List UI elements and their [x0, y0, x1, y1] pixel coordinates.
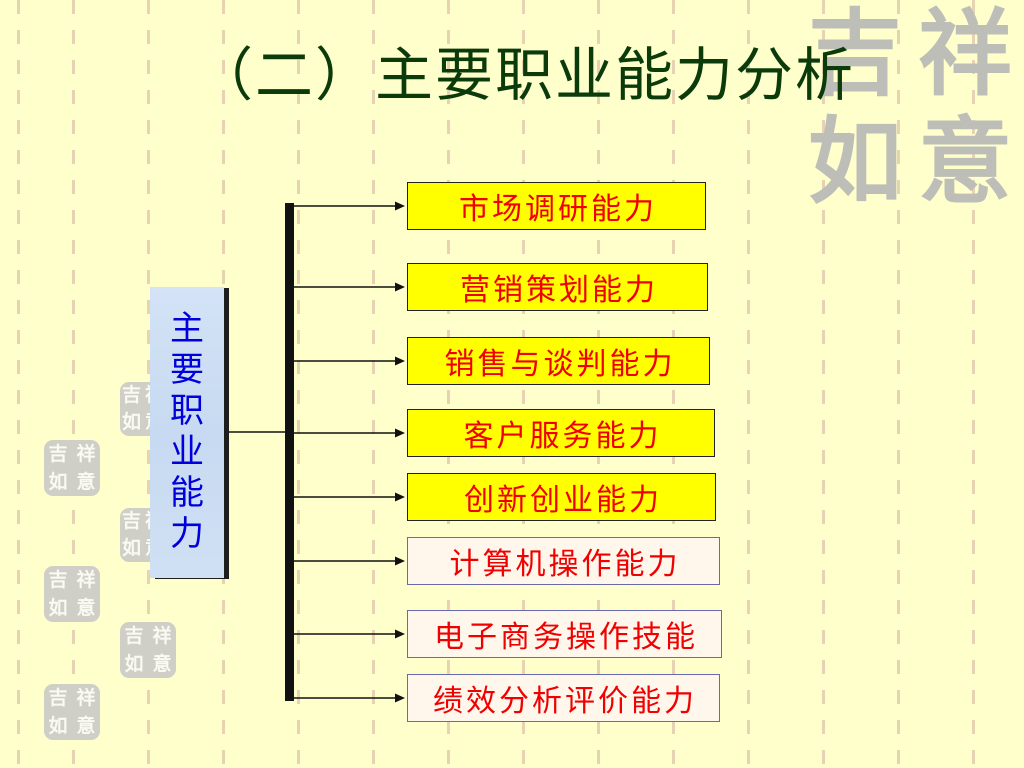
- branch-node-label: 营销策划能力: [460, 273, 658, 308]
- branch-node-label: 市场调研能力: [459, 192, 657, 227]
- arrowhead: [395, 492, 405, 502]
- arrowhead: [395, 629, 405, 639]
- watermark-stamp-char: 祥: [76, 442, 96, 465]
- branch-node-6: 计算机操作能力: [407, 537, 720, 585]
- branch-node-label: 计算机操作能力: [449, 547, 681, 582]
- branch-node-8: 绩效分析评价能力: [407, 674, 720, 722]
- watermark-char: 意: [917, 107, 1012, 217]
- branch-node-label: 销售与谈判能力: [444, 347, 676, 382]
- watermark-stamp: 吉祥如意: [44, 440, 100, 496]
- watermark-stamp-char: 如: [48, 596, 68, 619]
- slide-title: （二）主要职业能力分析: [195, 41, 856, 109]
- arrow-2: [294, 282, 405, 292]
- arrowhead: [395, 356, 405, 366]
- watermark-stamp-char: 如: [48, 714, 68, 737]
- watermark-char: 如: [807, 107, 902, 217]
- background-dash-column: [17, 0, 20, 768]
- branch-node-label: 电子商务操作技能: [434, 620, 698, 655]
- watermark-stamp-char: 祥: [76, 686, 96, 709]
- watermark-stamp: 吉祥如意: [44, 566, 100, 622]
- watermark-stamp-char: 如: [124, 652, 144, 675]
- root-node-label: 主要职业能力: [170, 309, 204, 554]
- arrow-7: [294, 629, 405, 639]
- watermark-stamp-char: 意: [76, 714, 96, 737]
- arrow-3: [294, 356, 405, 366]
- arrowhead: [395, 556, 405, 566]
- trunk-bar: [285, 203, 294, 701]
- watermark-stamp-char: 吉: [48, 686, 68, 709]
- branch-node-label: 客户服务能力: [463, 419, 662, 454]
- watermark-stamp-char: 吉: [121, 510, 141, 532]
- branch-node-7: 电子商务操作技能: [407, 610, 722, 658]
- watermark-stamp-char: 吉: [48, 442, 68, 465]
- root-node: 主要职业能力: [150, 287, 224, 578]
- watermark-stamp-char: 吉: [48, 568, 68, 591]
- arrow-5: [294, 492, 405, 502]
- watermark-stamp-char: 意: [76, 470, 96, 493]
- arrow-4: [294, 428, 405, 438]
- arrowhead: [395, 282, 405, 292]
- arrow-6: [294, 556, 405, 566]
- watermark-stamp-char: 祥: [76, 568, 96, 591]
- arrowhead: [395, 201, 405, 211]
- branch-node-1: 市场调研能力: [407, 182, 706, 230]
- watermark-stamp: 吉祥如意: [44, 684, 100, 740]
- watermark-stamp-char: 吉: [124, 624, 144, 647]
- watermark-stamp-char: 如: [121, 411, 141, 433]
- watermark-char: 祥: [917, 0, 1012, 109]
- arrowhead: [395, 428, 405, 438]
- arrowhead: [395, 693, 405, 703]
- branch-node-3: 销售与谈判能力: [407, 337, 710, 385]
- arrow-8: [294, 693, 405, 703]
- branch-node-label: 创新创业能力: [464, 483, 662, 518]
- watermark-stamp-char: 吉: [121, 384, 141, 406]
- watermark-char: 吉: [807, 0, 902, 109]
- watermark-stamp-char: 意: [152, 652, 172, 675]
- watermark-stamp-char: 如: [48, 470, 68, 493]
- watermark-stamp-char: 如: [121, 537, 141, 559]
- arrow-1: [294, 201, 405, 211]
- watermark-stamp-char: 意: [76, 596, 96, 619]
- branch-node-4: 客户服务能力: [407, 409, 715, 457]
- watermark-logo: 吉 祥 如 意: [800, 0, 1020, 216]
- watermark-stamp-char: 祥: [152, 624, 172, 647]
- branch-node-2: 营销策划能力: [407, 263, 708, 311]
- branch-node-label: 绩效分析评价能力: [433, 684, 697, 719]
- branch-node-5: 创新创业能力: [407, 473, 716, 521]
- watermark-stamp: 吉祥如意: [120, 622, 176, 678]
